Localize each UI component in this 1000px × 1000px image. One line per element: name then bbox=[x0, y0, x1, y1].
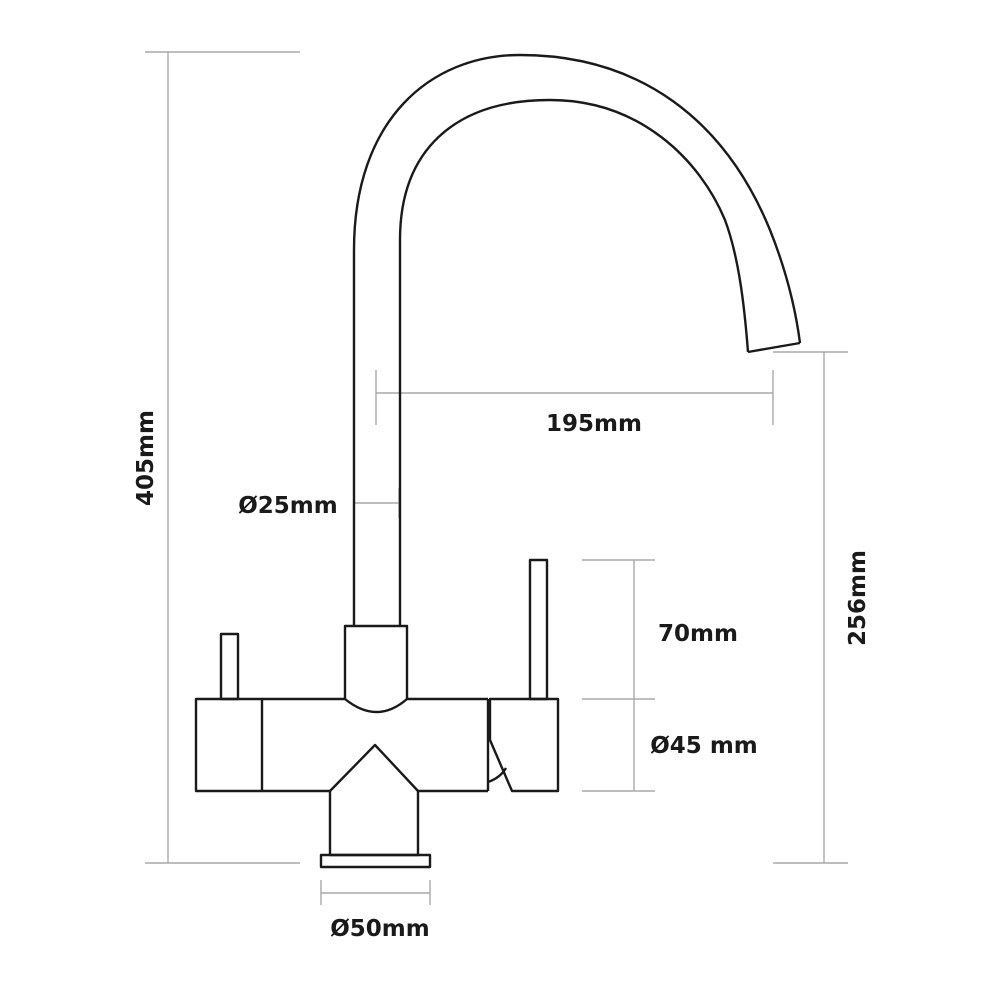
spout-outlet bbox=[747, 341, 801, 354]
dimension-lines bbox=[145, 51, 848, 905]
spout-outer bbox=[352, 53, 802, 626]
right-handle-joint bbox=[487, 767, 508, 784]
tap-outline bbox=[194, 53, 802, 869]
tap-body bbox=[262, 697, 488, 714]
left-handle-block bbox=[194, 697, 264, 793]
label-lever-height: 70mm bbox=[658, 621, 738, 647]
right-handle-block bbox=[488, 697, 560, 793]
manifold-v bbox=[329, 743, 419, 792]
spout-collar bbox=[343, 624, 409, 700]
label-spout-diameter: Ø25mm bbox=[238, 493, 338, 519]
base-plate bbox=[319, 853, 432, 869]
label-base-diameter: Ø50mm bbox=[330, 916, 430, 942]
right-lever bbox=[528, 558, 549, 701]
spout-inner bbox=[398, 98, 750, 626]
label-outlet-height: 256mm bbox=[845, 550, 871, 646]
left-lever bbox=[219, 632, 240, 701]
label-total-height: 405mm bbox=[133, 410, 159, 506]
label-body-diameter: Ø45 mm bbox=[650, 733, 758, 759]
label-spout-reach: 195mm bbox=[546, 411, 642, 437]
tap-neck bbox=[328, 791, 420, 857]
